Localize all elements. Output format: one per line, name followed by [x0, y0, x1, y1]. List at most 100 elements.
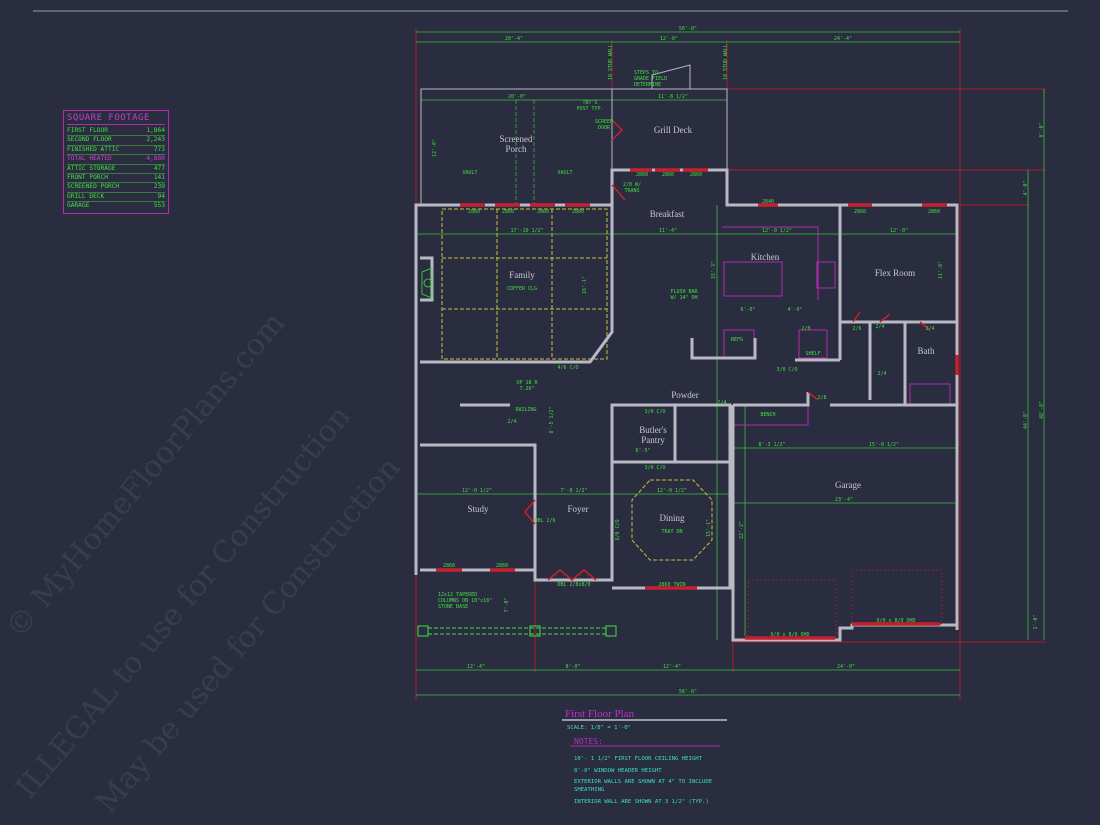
- porch-columns: [417, 625, 617, 637]
- note-cased-opening-80: 8/0 C/O: [615, 519, 621, 540]
- door-tag: 2/6: [852, 326, 861, 332]
- window-tag: 2860: [854, 209, 866, 215]
- dim-flex-width: 12'-0": [890, 228, 908, 234]
- sf-label: ATTIC STORAGE: [67, 164, 116, 172]
- note-cased-opening: 3/0 C/O: [644, 409, 665, 415]
- room-label-family: Family: [509, 270, 535, 280]
- sf-value: 2,243: [146, 136, 165, 144]
- door-tag: 2/0: [801, 326, 810, 332]
- sf-value: 94: [157, 192, 165, 200]
- note-dbl-door: DBL 2/6: [534, 518, 555, 524]
- door-tag: 2/4: [507, 419, 516, 425]
- sf-value: 773: [153, 145, 165, 153]
- screened-porch-outline: [420, 64, 728, 206]
- note-cased-opening: 3/0 C/O: [644, 465, 665, 471]
- dim-study: 12'-0 1/2": [462, 488, 492, 494]
- note-line-3b: SHEATHING: [574, 787, 605, 793]
- room-label-study: Study: [467, 504, 489, 514]
- sf-row-second-floor: SECOND FLOOR 2,243: [67, 136, 165, 146]
- sf-value: 4,880: [146, 155, 165, 163]
- room-label-dining: Dining: [659, 513, 685, 523]
- window-tag: 2860: [443, 563, 455, 569]
- sf-label: SECOND FLOOR: [67, 136, 112, 144]
- note-steps-3: DETERMINE: [634, 82, 661, 88]
- note-screen-door-2: DOOR: [598, 125, 611, 131]
- room-label-flex-room: Flex Room: [875, 268, 915, 278]
- dim-family-depth: 16'-1": [582, 276, 588, 294]
- dining-ceiling-note: TRAY DN: [661, 529, 682, 535]
- dimension-lines: [416, 31, 1045, 696]
- dim-overall-top: 56'-8": [679, 26, 697, 32]
- watermark-line-1: © MyHomeFloorPlans.com: [0, 306, 292, 645]
- dim-screened-porch-depth: 12'-0": [432, 139, 438, 157]
- room-label-powder: Powder: [671, 390, 699, 400]
- window-tag: 2860: [572, 209, 584, 215]
- room-label-kitchen: Kitchen: [751, 252, 780, 262]
- door-tag: 2/4: [717, 400, 726, 406]
- window-tag: 2860: [662, 172, 674, 178]
- plan-title: First Floor Plan: [565, 708, 635, 720]
- dim-right-2: 4'-0": [1023, 180, 1029, 195]
- room-label-butlers-pantry-2: Pantry: [641, 435, 665, 445]
- note-refg: REFG: [731, 337, 743, 343]
- sf-label: FRONT PORCH: [67, 174, 108, 182]
- coffer-ceiling-grid: [441, 208, 713, 561]
- window-tag: 2860: [496, 563, 508, 569]
- sf-label: GARAGE: [67, 202, 90, 210]
- window-tag: 2860: [928, 209, 940, 215]
- note-post-1: TBT'S: [582, 100, 597, 106]
- door-swings: [524, 119, 931, 581]
- plan-scale: SCALE: 1/8" = 1'-0": [567, 725, 631, 731]
- dim-right-4: 48'-8": [1039, 401, 1045, 419]
- dim-island-2: 4'-0": [787, 307, 802, 313]
- window-tag: 2860: [690, 172, 702, 178]
- note-steps-2: GRADE FIELD: [634, 76, 667, 82]
- note-twin-window: 2860 TWIN: [658, 582, 685, 588]
- door-tag: 2/4: [877, 371, 886, 377]
- dim-right-3: 44'-8": [1023, 411, 1029, 429]
- note-up-stairs-1: UP 18 R: [516, 380, 538, 386]
- notes-heading: NOTES:: [574, 737, 603, 746]
- garage-door-outlines: [747, 569, 943, 639]
- window-tag: 2860: [636, 172, 648, 178]
- note-columns-1: 12x12 TAPERED: [438, 592, 477, 598]
- sf-label: TOTAL HEATED: [67, 155, 112, 163]
- note-post-2: POST TYP.: [576, 106, 603, 112]
- extension-lines: [415, 28, 1046, 700]
- sf-row-grill-deck: GRILL DECK 94: [67, 192, 165, 203]
- dim-grill-deck: 11'-8 1/2": [658, 94, 688, 100]
- room-label-butlers-pantry: Butler's: [639, 425, 667, 435]
- sf-value: 477: [153, 164, 165, 172]
- note-steps-1: STEPS TO: [634, 70, 658, 76]
- dim-right-1: 8'-0": [1039, 122, 1045, 137]
- dim-foyer: 7'-8 1/2": [560, 488, 587, 494]
- watermark: © MyHomeFloorPlans.com ILLEGAL to use fo…: [0, 306, 407, 820]
- dim-bottom-3: 12'-4": [663, 664, 681, 670]
- note-vault-2: VAULT: [557, 170, 572, 176]
- dim-kitchen-width: 12'-0 1/2": [762, 228, 792, 234]
- sf-label: GRILL DECK: [67, 192, 105, 200]
- title-block: First Floor Plan SCALE: 1/8" = 1'-0" NOT…: [562, 708, 727, 805]
- dim-overall-bottom: 56'-8": [679, 689, 697, 695]
- note-cased-opening-46: 4/6 C/O: [557, 365, 578, 371]
- dim-screened-porch-width: 20'-0": [508, 94, 526, 100]
- dim-dining-width: 12'-0 1/2": [657, 488, 687, 494]
- dim-breakfast: 11'-4": [659, 228, 677, 234]
- dim-dining-depth: 15'-1": [706, 519, 712, 537]
- dim-right-5: 1'-0": [1033, 614, 1039, 629]
- dim-stair-run: 8'-5 1/2": [549, 406, 555, 433]
- sf-value: 239: [153, 183, 165, 191]
- note-door-trans-2: TRANS: [624, 188, 639, 194]
- window-tag: 2860: [502, 209, 514, 215]
- room-label-foyer: Foyer: [568, 504, 589, 514]
- dim-garage-depth: 22'-2": [739, 521, 745, 539]
- note-garage-door-2: 9/0 x 8/0 OHD: [876, 618, 915, 624]
- note-railing: RAILING: [515, 407, 536, 413]
- window-tag-2840: 2840: [762, 199, 774, 205]
- sf-row-total-heated: TOTAL HEATED 4,880: [67, 155, 165, 165]
- dim-garage-seg2: 15'-0 1/2": [869, 442, 899, 448]
